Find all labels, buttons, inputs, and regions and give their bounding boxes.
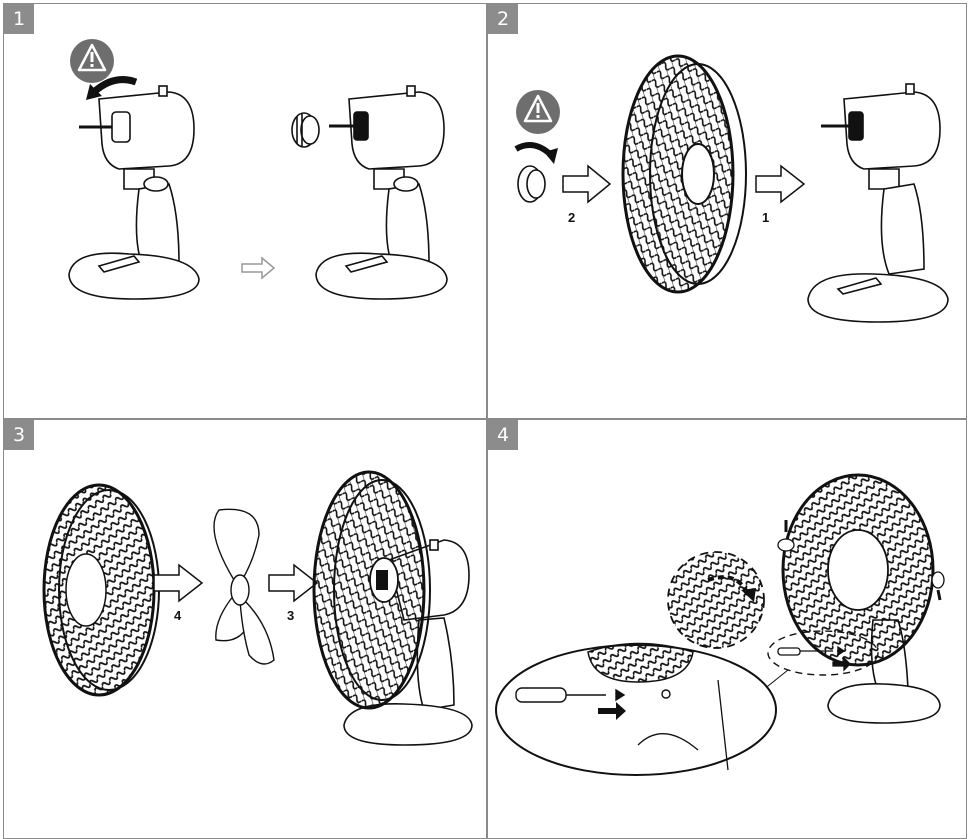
arrow-label: 1 xyxy=(762,210,769,225)
step-3-illustration: 4 3 xyxy=(42,470,473,746)
step-number: 4 xyxy=(488,420,518,450)
screwdriver-small xyxy=(777,645,851,672)
screw-detail-small xyxy=(767,630,879,676)
arrow-label: 2 xyxy=(568,210,575,225)
fan-with-front-grille xyxy=(312,470,473,746)
step-1-panel: 1 xyxy=(3,3,487,419)
step-3-panel: 3 4 3 xyxy=(3,419,487,839)
step-2-illustration: 2 1 xyxy=(514,54,949,323)
fan-motor-with-nut xyxy=(68,85,200,300)
screw-detail-large xyxy=(495,642,777,776)
step-2-panel: 2 2 1 xyxy=(487,3,967,419)
step-4-panel: 4 xyxy=(487,419,967,839)
rotate-arrow-icon xyxy=(91,76,138,95)
fan-blade xyxy=(213,508,275,665)
arrow-2 xyxy=(562,164,612,204)
arrow-label: 4 xyxy=(174,608,182,623)
arrow-label: 3 xyxy=(287,608,294,623)
step-number: 2 xyxy=(488,4,518,34)
nut xyxy=(291,112,320,148)
front-grille xyxy=(621,54,747,294)
next-arrow-icon xyxy=(241,256,276,280)
clip-detail-circle xyxy=(667,551,765,649)
step-1-illustration xyxy=(68,39,448,300)
step-number: 1 xyxy=(4,4,34,34)
nut xyxy=(517,165,546,203)
step-number: 3 xyxy=(4,420,34,450)
arrow-1 xyxy=(755,164,806,204)
assembled-fan xyxy=(777,473,945,724)
arrow-4 xyxy=(153,563,204,603)
fan-motor xyxy=(807,83,949,323)
warning-triangle-icon xyxy=(516,90,560,134)
warning-triangle-icon xyxy=(70,39,114,83)
step-4-illustration xyxy=(495,473,945,776)
fan-motor-without-nut xyxy=(315,85,448,300)
arrow-3 xyxy=(268,563,319,603)
rear-grille xyxy=(42,483,160,697)
